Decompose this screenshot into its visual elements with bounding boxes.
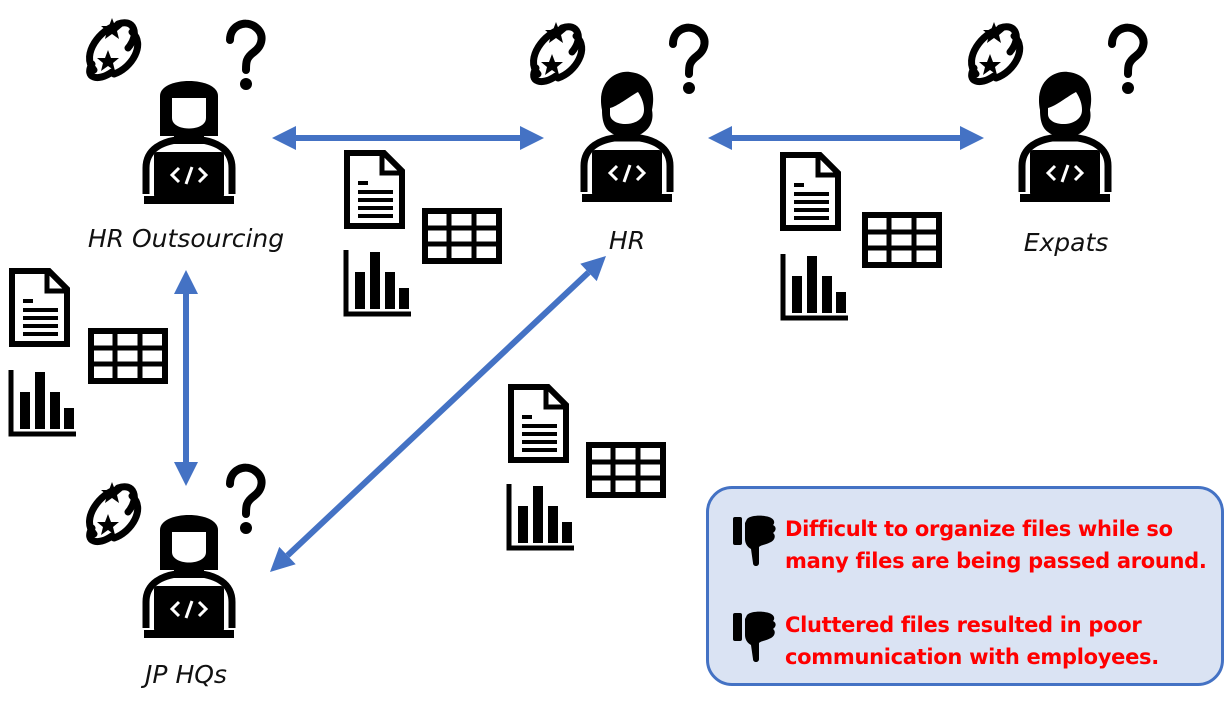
node-label-hr-outsourcing: HR Outsourcing xyxy=(87,224,285,253)
node-label-hr: HR xyxy=(608,226,646,255)
bar-chart-icon xyxy=(346,250,411,314)
arrowhead-end xyxy=(174,462,198,486)
arrowhead-end xyxy=(520,126,544,150)
issue-item: Cluttered files resulted in poor communi… xyxy=(731,609,1159,673)
node-hr-outsourcing[interactable] xyxy=(90,18,262,204)
arrowhead-start xyxy=(708,126,732,150)
document-icon xyxy=(511,387,566,460)
question-mark-icon xyxy=(230,24,262,90)
question-mark-icon xyxy=(673,28,705,94)
issue-item: Difficult to organize files while so man… xyxy=(731,513,1207,577)
node-label-jp-hqs: JP HQs xyxy=(145,660,227,689)
document-icon xyxy=(783,155,838,228)
node-hr[interactable] xyxy=(534,22,705,202)
bar-chart-icon xyxy=(11,370,76,434)
arrow-hr-jp-hqs xyxy=(285,270,591,558)
question-mark-icon xyxy=(1112,28,1144,94)
question-mark-icon xyxy=(230,468,262,534)
issue-text: Difficult to organize files while so man… xyxy=(785,517,1207,573)
document-icon xyxy=(347,153,402,226)
table-icon xyxy=(91,331,165,381)
table-icon xyxy=(589,445,663,495)
node-label-expats: Expats xyxy=(1023,228,1109,257)
arrows xyxy=(174,126,984,572)
arrowhead-start xyxy=(174,270,198,294)
table-icon xyxy=(425,211,499,261)
issue-text: Cluttered files resulted in poor communi… xyxy=(785,613,1159,669)
dizzy-icon xyxy=(534,22,582,82)
document-icon xyxy=(12,271,67,344)
arrowhead-start xyxy=(272,126,296,150)
female-developer-icon xyxy=(144,515,234,638)
arrowhead-end xyxy=(270,546,296,572)
table-icon xyxy=(865,215,939,265)
files-outsourcing-hr xyxy=(346,153,499,314)
files-outsourcing-jphqs xyxy=(11,271,165,434)
arrowhead-end xyxy=(960,126,984,150)
thumbs-down-icon xyxy=(733,611,776,662)
issues-callout: Difficult to organize files while so man… xyxy=(706,486,1224,686)
dizzy-icon xyxy=(90,482,138,542)
dizzy-icon xyxy=(972,22,1020,82)
thumbs-down-icon xyxy=(733,515,776,566)
male-developer-icon xyxy=(582,72,672,202)
bar-chart-icon xyxy=(783,254,848,318)
female-developer-icon xyxy=(144,81,234,204)
node-expats[interactable] xyxy=(972,22,1144,202)
files-hr-jphqs xyxy=(509,387,663,548)
arrowhead-start xyxy=(580,256,606,282)
male-developer-icon xyxy=(1020,72,1110,202)
files-hr-expats xyxy=(783,155,939,318)
bar-chart-icon xyxy=(509,484,574,548)
node-jp-hqs[interactable] xyxy=(90,468,262,638)
dizzy-icon xyxy=(90,18,138,78)
